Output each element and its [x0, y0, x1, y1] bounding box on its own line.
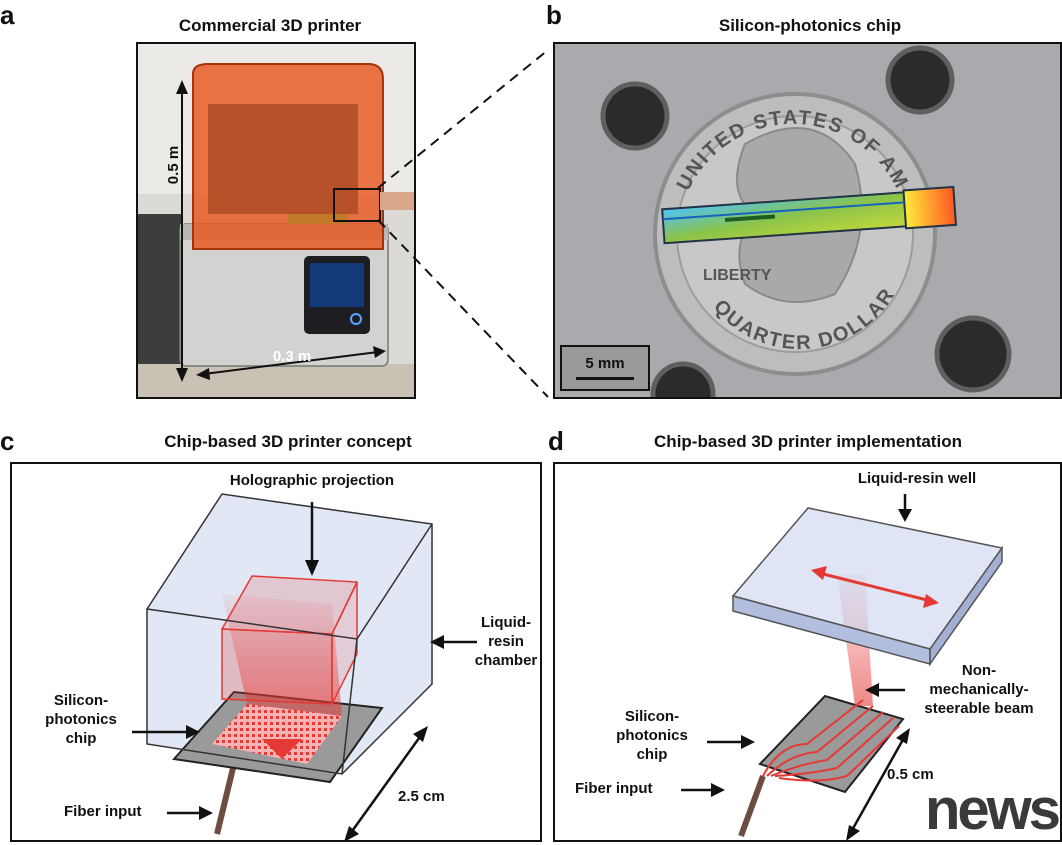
panel-b-letter: b [546, 0, 562, 30]
beam-label: Non- mechanically- steerable beam [905, 662, 1053, 718]
beam-label-line-3: steerable beam [924, 699, 1034, 717]
implementation-chip-label: Silicon- photonics chip [597, 708, 707, 764]
news-watermark: news [925, 777, 1061, 842]
implementation-chip-label-line-1: Silicon- [624, 708, 680, 725]
coin-text-top: UNITED STATES OF AMERICA [553, 42, 911, 194]
implementation-fiber-label: Fiber input [575, 780, 653, 797]
panel-a-title: Commercial 3D printer [178, 16, 362, 35]
implementation-size-label: 0.5 cm [887, 766, 934, 783]
coin-illustration [555, 44, 1060, 397]
panel-c-letter: c [0, 426, 15, 456]
concept-chip-label-line-1: Silicon- [53, 692, 109, 709]
chamber-label-line-3: chamber [474, 651, 538, 669]
printer-photo [136, 42, 416, 399]
concept-diagram: Holographic projection Liquid- resin cha… [10, 462, 542, 842]
svg-text:UNITED STATES OF AMERICA: UNITED STATES OF AMERICA [553, 42, 913, 194]
implementation-chip-label-line-3: chip [636, 745, 668, 763]
coin-text-bottom: QUARTER DOLLAR [709, 284, 898, 355]
concept-fiber-label: Fiber input [64, 803, 142, 820]
svg-text:QUARTER DOLLAR: QUARTER DOLLAR [709, 284, 900, 355]
printer-illustration [138, 44, 414, 397]
concept-size-label: 2.5 cm [398, 788, 445, 805]
chamber-label-line-1: Liquid- [481, 614, 531, 631]
panel-b-title: Silicon-photonics chip [718, 16, 902, 35]
implementation-illustration [681, 494, 1004, 841]
coin-text-left: LIBERTY [703, 267, 772, 284]
chip-photo [553, 42, 1062, 399]
scale-bar: 5 mm [560, 345, 650, 391]
implementation-diagram: Liquid-resin well Non- mechanically- ste… [553, 462, 1062, 842]
holographic-projection-label: Holographic projection [229, 472, 395, 489]
implementation-chip-label-line-2: photonics [616, 726, 688, 744]
well-label: Liquid-resin well [857, 470, 977, 487]
concept-chip-label: Silicon- photonics chip [26, 692, 136, 748]
printer-width-label: 0.3 m [272, 348, 312, 365]
scale-bar-line [576, 377, 634, 380]
scale-bar-label: 5 mm [585, 355, 625, 372]
beam-label-line-1: Non- [961, 662, 997, 679]
chamber-label-line-2: resin [488, 632, 524, 650]
coin-text-layer: UNITED STATES OF AMERICA QUARTER DOLLAR … [553, 42, 913, 355]
panel-d-letter: d [548, 426, 564, 456]
panel-c-title: Chip-based 3D printer concept [164, 432, 412, 451]
concept-chip-label-line-3: chip [65, 729, 97, 747]
chamber-label: Liquid- resin chamber [470, 614, 542, 670]
concept-illustration [132, 493, 477, 842]
panel-a-letter: a [0, 0, 15, 30]
panel-d-title: Chip-based 3D printer implementation [654, 432, 962, 451]
beam-label-line-2: mechanically- [929, 680, 1029, 698]
concept-chip-label-line-2: photonics [45, 710, 117, 728]
